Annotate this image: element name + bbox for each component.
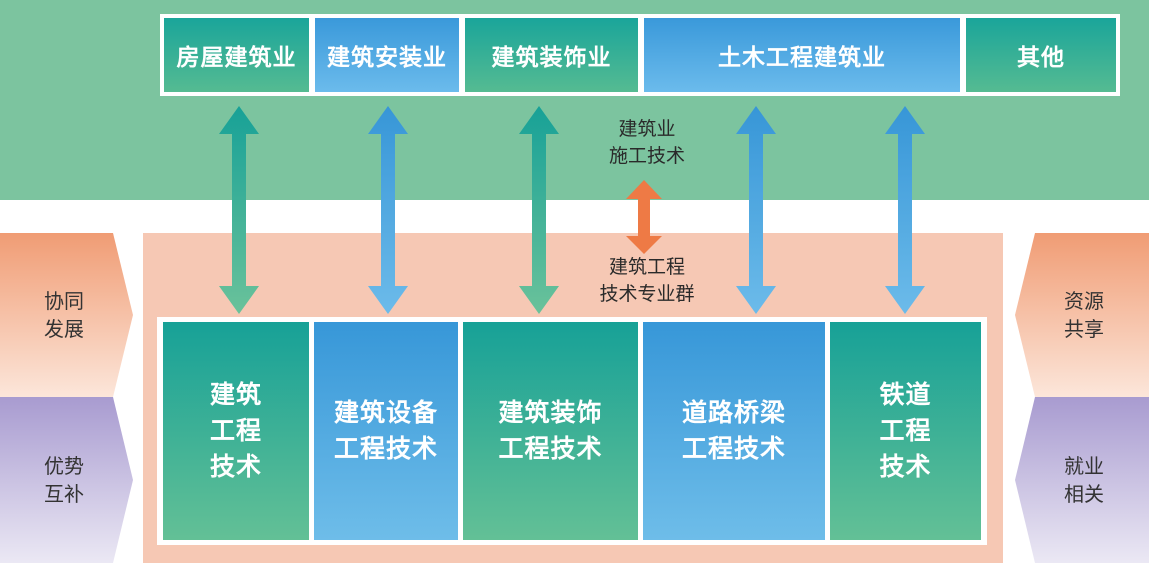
right-chevron-top [1015, 233, 1149, 397]
center-label-bottom: 建筑工程 技术专业群 [599, 256, 695, 305]
right-side-label-top: 资源 共享 [1064, 289, 1104, 341]
industry-label: 房屋建筑业 [176, 45, 297, 71]
double-arrow-installation [368, 106, 408, 314]
tech-label: 铁道 工程 技术 [879, 380, 932, 481]
tech-label: 建筑设备 工程技术 [333, 398, 438, 463]
industry-box-housing: 房屋建筑业 [164, 18, 309, 92]
industry-box-installation: 建筑安装业 [315, 18, 459, 92]
tech-box-equipment: 建筑设备 工程技术 [314, 322, 458, 540]
tech-box-railway: 铁道 工程 技术 [830, 322, 981, 540]
double-arrow-civil [736, 106, 776, 314]
tech-label: 道路桥梁 工程技术 [681, 398, 786, 463]
double-arrow-housing [219, 106, 259, 314]
industry-label: 土木工程建筑业 [718, 45, 886, 71]
center-label-top: 建筑业 施工技术 [608, 118, 685, 167]
tech-label: 建筑 工程 技术 [209, 380, 262, 481]
industry-box-other: 其他 [966, 18, 1116, 92]
right-chevron-bottom [1015, 397, 1149, 563]
industry-label: 建筑安装业 [327, 45, 447, 71]
left-chevron-top [0, 233, 133, 397]
industry-box-civil: 土木工程建筑业 [644, 18, 960, 92]
industry-label: 其他 [1017, 45, 1065, 71]
right-side-label-bottom: 就业 相关 [1064, 454, 1104, 506]
industry-label: 建筑装饰业 [491, 45, 612, 71]
industry-box-decoration: 建筑装饰业 [465, 18, 638, 92]
left-chevron-bottom [0, 397, 133, 563]
tech-box-decoration: 建筑装饰 工程技术 [463, 322, 638, 540]
double-arrow-center [626, 180, 662, 254]
left-side-label-top: 协同 发展 [44, 289, 84, 341]
tech-label: 建筑装饰 工程技术 [498, 398, 603, 463]
left-side-label-bottom: 优势 互补 [44, 454, 84, 506]
technology-row: 建筑 工程 技术 建筑设备 工程技术 建筑装饰 工程技术 道路桥梁 工程技术 铁… [157, 317, 987, 545]
industry-row: 房屋建筑业 建筑安装业 建筑装饰业 土木工程建筑业 其他 [160, 14, 1120, 96]
tech-box-building: 建筑 工程 技术 [163, 322, 309, 540]
double-arrow-decoration [519, 106, 559, 314]
tech-box-road-bridge: 道路桥梁 工程技术 [643, 322, 825, 540]
double-arrow-railway [885, 106, 925, 314]
